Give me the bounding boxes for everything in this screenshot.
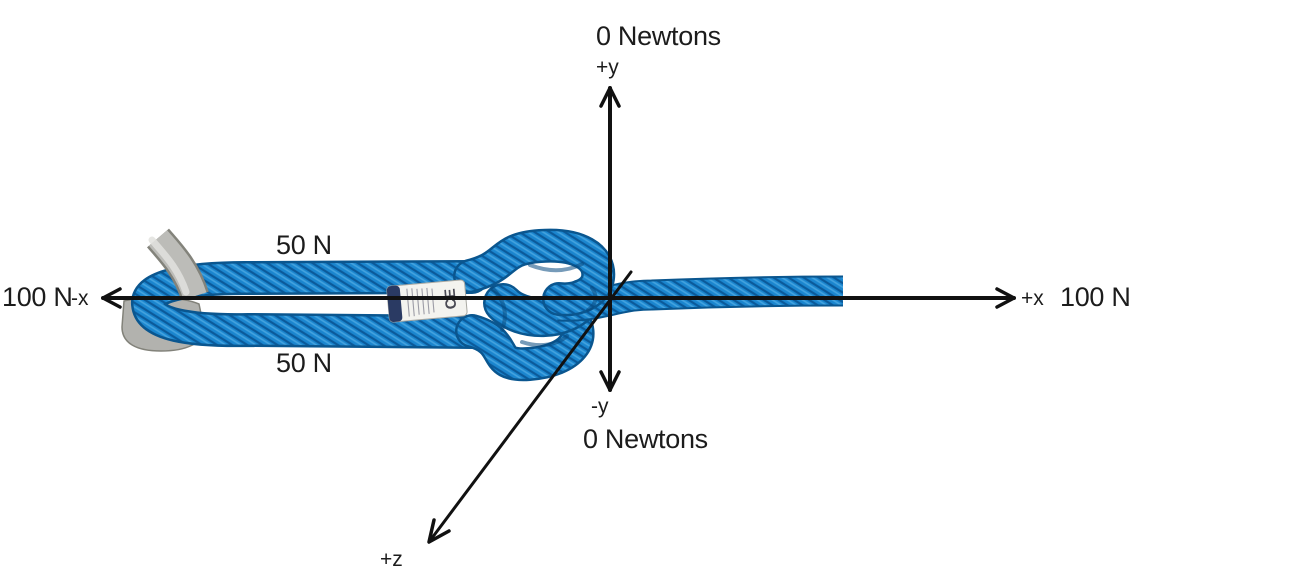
axis-label-minus-x: -x [71,287,89,310]
axis-label-minus-y: -y [591,395,609,418]
y-negative-arrowhead-icon [599,370,621,392]
force-label-left: 100 N [2,282,73,312]
force-label-right: 100 N [1060,282,1131,312]
force-label-rope-lower: 50 N [276,348,332,378]
force-label-rope-upper: 50 N [276,230,332,260]
knot-shading [490,262,598,348]
coordinate-axes [101,86,1016,544]
rope-loop [131,260,491,349]
axis-label-plus-z: +z [380,548,403,571]
z-positive-arrowhead-icon [427,518,451,544]
z-axis-line [427,270,633,544]
x-negative-arrowhead-icon [101,287,122,309]
rope-knot [453,228,844,382]
force-label-bottom: 0 Newtons [583,424,708,454]
x-positive-arrowhead-icon [995,287,1016,309]
y-positive-arrowhead-icon [599,86,621,108]
tag-fine-print [406,287,435,317]
rope-certification-tag: CE [386,279,468,323]
force-label-top: 0 Newtons [596,21,721,51]
quicklink-rod [146,228,209,301]
axis-label-plus-y: +y [596,56,619,79]
axis-label-plus-x: +x [1021,287,1044,310]
